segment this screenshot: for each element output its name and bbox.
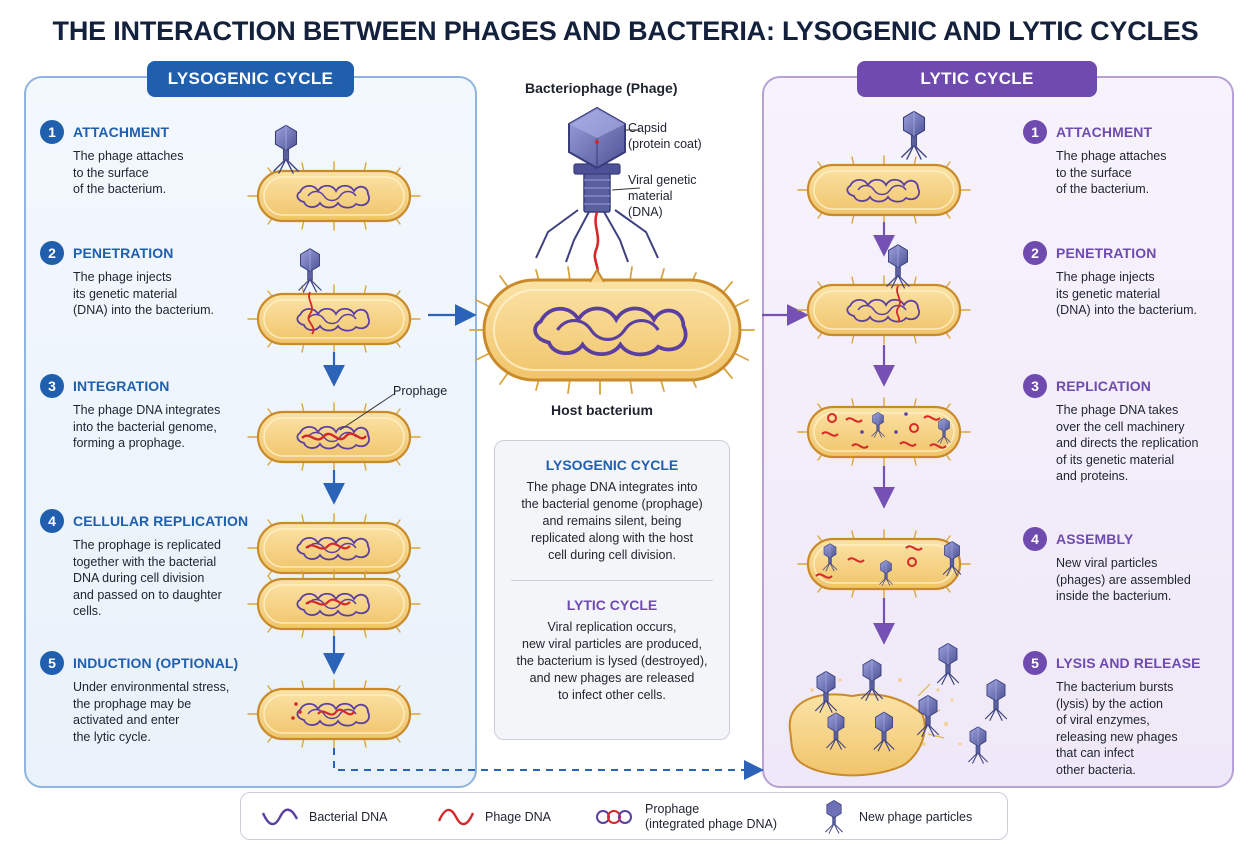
lytic-step-lysis-release: 5 LYSIS AND RELEASE The bacterium bursts… <box>1023 651 1233 778</box>
step-number: 2 <box>1023 241 1047 265</box>
prophage-label: Prophage <box>393 384 448 398</box>
summary-lysogenic-title: LYSOGENIC CYCLE <box>545 457 679 473</box>
step-text: New viral particles (phages) are assembl… <box>1056 556 1191 603</box>
phage-icon <box>885 244 911 290</box>
bacterium-icon <box>796 154 972 226</box>
step-text: The phage injects its genetic material (… <box>73 270 215 317</box>
step-number: 4 <box>40 509 64 533</box>
viral-dna-label: Viral genetic material (DNA) <box>628 173 697 219</box>
lysogenic-step-penetration: 2 PENETRATION The phage injects its gene… <box>40 241 260 319</box>
summary-box: LYSOGENIC CYCLE The phage DNA integrates… <box>494 440 730 740</box>
step-number: 2 <box>40 241 64 265</box>
phage-icon <box>272 124 300 175</box>
step-text: The phage attaches to the surface of the… <box>73 149 184 196</box>
step-title: CELLULAR REPLICATION <box>73 513 249 529</box>
legend-bacterial-dna: Bacterial DNA <box>261 793 388 841</box>
prophage-icon <box>596 810 632 824</box>
step-number: 4 <box>1023 527 1047 551</box>
lytic-step-assembly: 4 ASSEMBLY New viral particles (phages) … <box>1023 527 1233 605</box>
step-number: 5 <box>40 651 64 675</box>
host-bacterium-label: Host bacterium <box>551 402 653 418</box>
step-title: LYSIS AND RELEASE <box>1056 655 1201 671</box>
legend: Bacterial DNA Phage DNA Prophage (integr… <box>240 792 1008 840</box>
phage-icon <box>984 678 1008 722</box>
step-text: Under environmental stress, the prophage… <box>73 680 230 744</box>
step-text: The phage DNA integrates into the bacter… <box>73 403 221 450</box>
lytic-step-replication: 3 REPLICATION The phage DNA takes over t… <box>1023 374 1233 485</box>
summary-lytic-text: Viral replication occurs, new viral part… <box>516 620 708 702</box>
step-number: 5 <box>1023 651 1047 675</box>
summary-lysogenic-text: The phage DNA integrates into the bacter… <box>521 480 703 562</box>
lysogenic-banner: LYSOGENIC CYCLE <box>147 61 354 97</box>
legend-prophage: Prophage (integrated phage DNA) <box>593 793 777 841</box>
phage-dna-icon <box>437 808 475 826</box>
legend-label: New phage particles <box>859 810 973 824</box>
phage-icon <box>936 642 960 686</box>
step-number: 1 <box>1023 120 1047 144</box>
legend-new-phage: New phage particles <box>819 793 972 841</box>
summary-divider <box>511 580 713 581</box>
lysogenic-step-integration: 3 INTEGRATION The phage DNA integrates i… <box>40 374 260 452</box>
summary-lytic-title: LYTIC CYCLE <box>566 597 658 613</box>
step-title: ASSEMBLY <box>1056 531 1134 547</box>
legend-label: Prophage (integrated phage DNA) <box>645 802 778 831</box>
bacterial-dna-icon <box>261 808 299 826</box>
legend-label: Bacterial DNA <box>309 810 388 824</box>
step-title: INDUCTION (OPTIONAL) <box>73 655 239 671</box>
step-title: PENETRATION <box>1056 245 1157 261</box>
phage-diagram-title: Bacteriophage (Phage) <box>525 80 678 96</box>
step-number: 3 <box>1023 374 1047 398</box>
bacterium-icon <box>796 274 972 346</box>
lytic-step-penetration: 2 PENETRATION The phage injects its gene… <box>1023 241 1243 319</box>
lysogenic-step-cellular-replication: 4 CELLULAR REPLICATION The prophage is r… <box>40 509 270 620</box>
step-number: 3 <box>40 374 64 398</box>
host-bacterium-icon <box>469 266 755 395</box>
step-title: PENETRATION <box>73 245 174 261</box>
phage-icon <box>900 110 928 161</box>
capsid-label: Capsid (protein coat) <box>628 121 702 151</box>
step-title: REPLICATION <box>1056 378 1151 394</box>
lytic-banner: LYTIC CYCLE <box>857 61 1097 97</box>
bacterium-icon <box>246 160 422 232</box>
step-title: ATTACHMENT <box>1056 124 1153 140</box>
phage-icon <box>967 726 989 765</box>
step-text: The phage injects its genetic material (… <box>1056 270 1198 317</box>
legend-label: Phage DNA <box>485 810 552 824</box>
bacterium-icon <box>246 568 422 640</box>
lysogenic-step-induction: 5 INDUCTION (OPTIONAL) Under environment… <box>40 651 270 745</box>
step-title: INTEGRATION <box>73 378 170 394</box>
lysed-bacterium-icon <box>788 678 962 777</box>
page-title: THE INTERACTION BETWEEN PHAGES AND BACTE… <box>52 16 1199 46</box>
step-number: 1 <box>40 120 64 144</box>
lytic-step-attachment: 1 ATTACHMENT The phage attaches to the s… <box>1023 120 1243 198</box>
bacterium-icon <box>246 283 422 355</box>
step-text: The prophage is replicated together with… <box>73 538 222 618</box>
step-text: The phage DNA takes over the cell machin… <box>1056 403 1199 483</box>
arrow-icon <box>333 748 764 780</box>
large-phage-icon <box>535 106 659 277</box>
step-title: ATTACHMENT <box>73 124 170 140</box>
step-text: The phage attaches to the surface of the… <box>1056 149 1167 196</box>
legend-phage-dna: Phage DNA <box>437 793 551 841</box>
phage-icon <box>825 800 843 834</box>
lysogenic-step-attachment: 1 ATTACHMENT The phage attaches to the s… <box>40 120 260 198</box>
step-text: The bacterium bursts (lysis) by the acti… <box>1056 680 1178 777</box>
